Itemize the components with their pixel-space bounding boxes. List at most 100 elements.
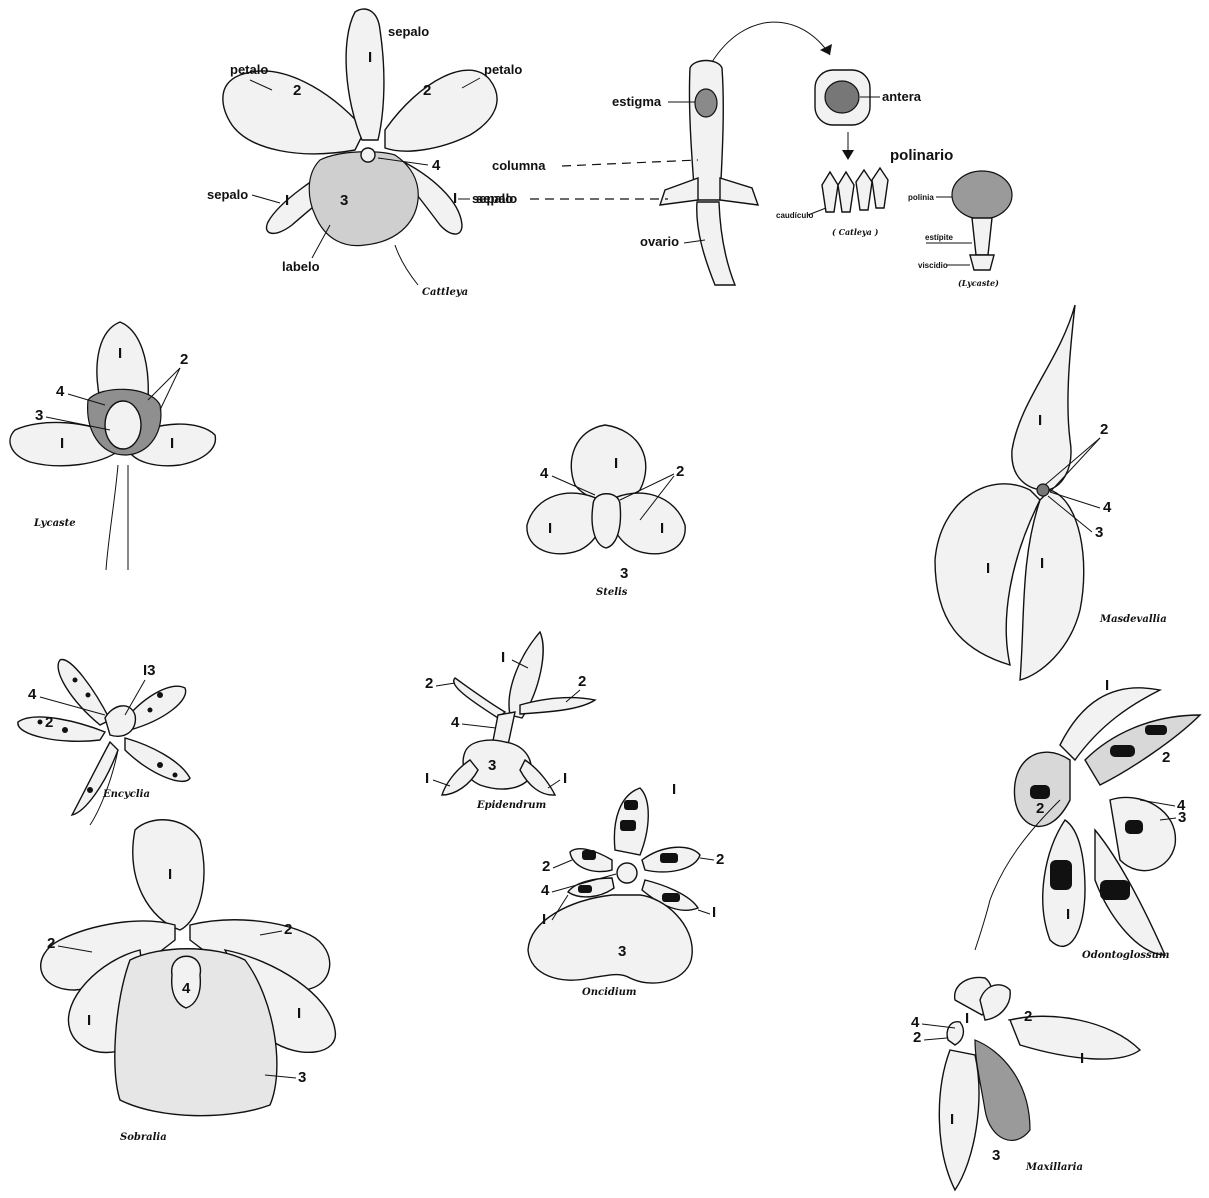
epidendrum-num-2-left: 2 <box>425 675 433 692</box>
stelis-left-sepal <box>527 493 602 554</box>
masdevallia-num-3: 3 <box>1095 524 1103 541</box>
odontoglossum-num-1-top: I <box>1105 677 1109 694</box>
sobralia-num-1-right: I <box>297 1005 301 1022</box>
stelis-num-1-left: I <box>548 520 552 537</box>
cattleya-num-3: 3 <box>340 192 348 209</box>
stelis-num-3: 3 <box>620 565 628 582</box>
cattleya-num-2-left: 2 <box>293 82 301 99</box>
encyclia-num-2: 2 <box>45 714 53 731</box>
masdevallia-num-4: 4 <box>1103 499 1112 516</box>
cattleya-right-petal <box>385 70 497 151</box>
stelis-num-1-top: I <box>614 455 618 472</box>
cattleya-flower: sepalo petalo petalo sepalo sepalo label… <box>207 9 522 298</box>
cattleya-num-1-right: I <box>453 190 457 207</box>
masdevallia-num-1-left: I <box>986 560 990 577</box>
cattleya-label-petalo-left: petalo <box>230 62 268 77</box>
encyclia-num-4: 4 <box>28 686 37 703</box>
lycaste-num-3: 3 <box>35 407 43 424</box>
stelis-caption: Stelis <box>596 587 628 598</box>
cattleya-num-4: 4 <box>432 157 441 174</box>
label-ovario: ovario <box>640 234 679 249</box>
lycaste-column <box>105 401 141 449</box>
maxillaria-num-1-left: I <box>950 1111 954 1128</box>
lycaste-num-2: 2 <box>180 351 188 368</box>
cattleya-label-petalo-right: petalo <box>484 62 522 77</box>
epidendrum-num-1-right: I <box>563 770 567 787</box>
cattleya-label-sepalo-left: sepalo <box>207 187 248 202</box>
cattleya-label-sepalo-top: sepalo <box>388 24 429 39</box>
maxillaria-num-2-right: 2 <box>1024 1008 1032 1025</box>
oncidium-num-4: 4 <box>541 882 550 899</box>
epidendrum-left-sepal <box>442 760 478 795</box>
lycaste-caption: Lycaste <box>33 518 76 529</box>
sobralia-num-1-top: I <box>168 866 172 883</box>
odontoglossum-num-2-left: 2 <box>1036 800 1044 817</box>
maxillaria-left-petal <box>947 1022 963 1045</box>
cattleya-num-1-top: I <box>368 49 372 66</box>
epidendrum-num-1-top: I <box>501 649 505 666</box>
stelis-right-sepal <box>610 493 686 554</box>
epidendrum-num-4: 4 <box>451 714 460 731</box>
lycaste-num-4: 4 <box>56 383 65 400</box>
maxillaria-left-sepal <box>939 1050 979 1190</box>
column-diagram: estigma columna sepalo ovario antera pol… <box>476 22 1012 288</box>
epidendrum-left-petal <box>454 678 505 718</box>
oncidium-num-3: 3 <box>618 943 626 960</box>
maxillaria-num-1-top: I <box>965 1010 969 1027</box>
oncidium-flower: I 2 4 2 I I 3 Oncidium <box>528 781 724 998</box>
odontoglossum-caption: Odontoglossum <box>1082 950 1170 961</box>
cattleya-label-labelo: labelo <box>282 259 320 274</box>
encyclia-left-petal <box>18 717 105 741</box>
arrow-column-to-anther <box>712 22 830 62</box>
maxillaria-labelo <box>975 1040 1030 1140</box>
sobralia-caption: Sobralia <box>120 1132 167 1143</box>
stelis-num-4: 4 <box>540 465 549 482</box>
odontoglossum-num-1-bottom: I <box>1066 906 1070 923</box>
label-estigma: estigma <box>612 94 662 109</box>
oncidium-caption: Oncidium <box>582 987 637 998</box>
maxillaria-num-1-right: I <box>1080 1050 1084 1067</box>
masdevallia-num-2: 2 <box>1100 421 1108 438</box>
encyclia-num-13: I3 <box>143 662 156 679</box>
sobralia-num-4: 4 <box>182 980 191 997</box>
maxillaria-num-3: 3 <box>992 1147 1000 1164</box>
lycaste-num-1-right: I <box>170 435 174 452</box>
masdevallia-num-1-top: I <box>1038 412 1042 429</box>
cattleya-labelo <box>309 152 418 246</box>
epidendrum-caption: Epidendrum <box>476 800 546 811</box>
lycaste-num-1-left: I <box>60 435 64 452</box>
cattleya-pollinia <box>822 168 888 212</box>
stelis-num-1-right: I <box>660 520 664 537</box>
encyclia-top-left-sepal <box>58 660 110 725</box>
cattleya-caption: Cattleya <box>422 287 468 298</box>
masdevallia-num-1-right: I <box>1040 555 1044 572</box>
ovary <box>697 202 735 285</box>
label-columna: columna <box>492 158 546 173</box>
oncidium-num-1-right: I <box>712 904 716 921</box>
lycaste-dorsal-sepal <box>97 322 148 400</box>
sobralia-num-3: 3 <box>298 1069 306 1086</box>
cattleya-num-2-right: 2 <box>423 82 431 99</box>
epidendrum-num-1-left: I <box>425 770 429 787</box>
masdevallia-flower: I 2 4 3 I I Masdevallia <box>935 305 1167 680</box>
lycaste-pollinarium <box>952 171 1012 270</box>
masdevallia-caption: Masdevallia <box>1099 614 1167 625</box>
lycaste-flower: I 2 4 3 I I Lycaste <box>10 322 215 570</box>
label-polinario: polinario <box>890 147 953 164</box>
odontoglossum-num-2-right: 2 <box>1162 749 1170 766</box>
maxillaria-flower: I 4 2 2 I I 3 Maxillaria <box>911 977 1140 1190</box>
label-antera: antera <box>882 89 922 104</box>
label-catleya-note: ( Catleya ) <box>832 227 879 237</box>
encyclia-labelo <box>105 706 135 737</box>
epidendrum-right-sepal <box>520 760 555 795</box>
stelis-flower: I 4 2 I I 3 Stelis <box>527 425 685 598</box>
maxillaria-num-2-left: 2 <box>913 1029 921 1046</box>
lycaste-num-1-top: I <box>118 345 122 362</box>
encyclia-caption: Encyclia <box>102 789 150 800</box>
encyclia-right-sepal <box>125 738 190 781</box>
odontoglossum-flower: I 2 2 4 3 I Odontoglossum <box>975 677 1200 961</box>
label-lycaste-note: (Lycaste) <box>958 278 999 288</box>
epidendrum-flower: I 2 2 4 I 3 I Epidendrum <box>425 632 595 811</box>
stelis-center <box>592 494 620 548</box>
label-caudiculo: caudículo <box>776 211 813 220</box>
